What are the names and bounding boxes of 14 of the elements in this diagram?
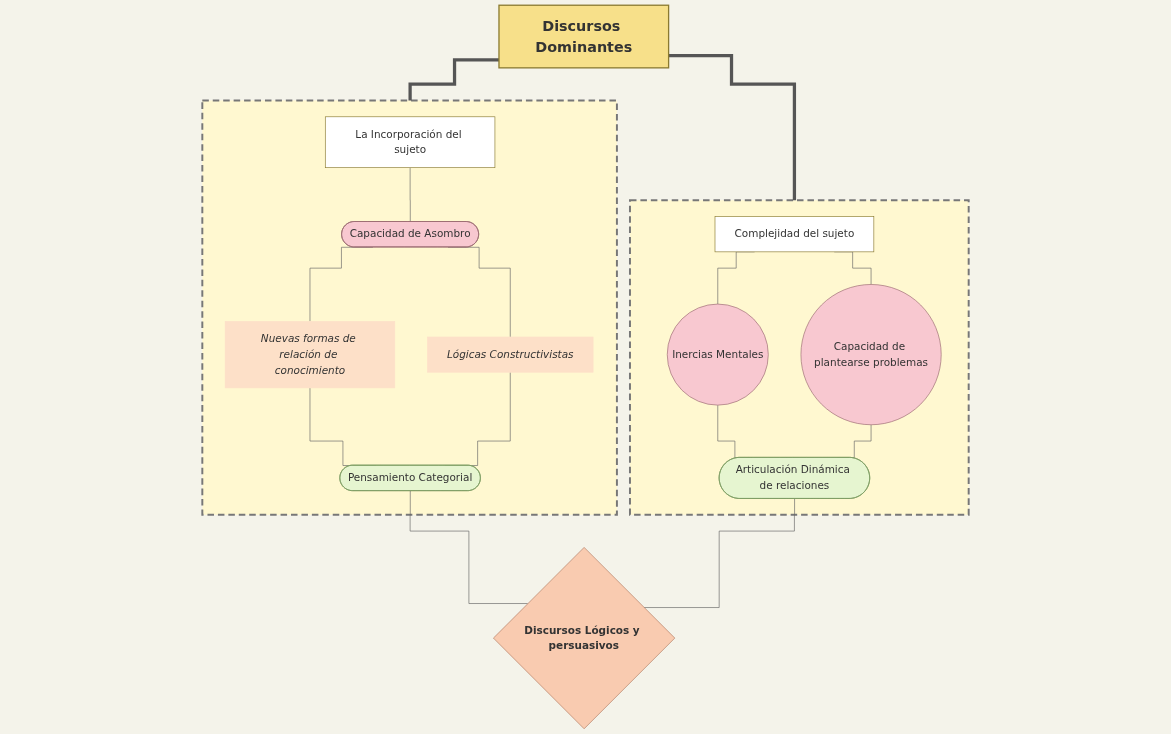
node-box: Nuevas formas de relación de conocimiento	[224, 321, 396, 389]
node-diamond: Discursos Lógicos y persuasivos	[493, 547, 676, 730]
connector	[408, 58, 499, 103]
node-box: Lógicas Constructivistas	[427, 336, 594, 373]
node-box: Complejidad del sujeto	[714, 216, 875, 253]
connector	[668, 54, 797, 202]
connector	[409, 490, 528, 604]
cluster	[201, 99, 618, 516]
node-circle: Capacidad de plantearse problemas	[800, 284, 942, 426]
node-box: La Incorporación del sujeto	[324, 116, 496, 168]
node-box: Discursos Dominantes	[498, 4, 670, 69]
node-circle: Inercias Mentales	[666, 303, 769, 406]
connector	[409, 167, 411, 223]
cluster	[629, 199, 970, 516]
